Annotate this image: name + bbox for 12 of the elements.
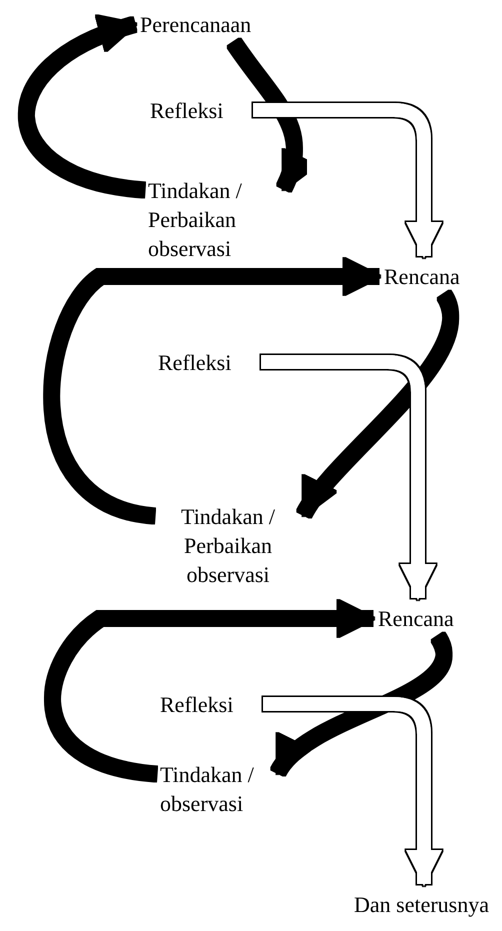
curved-arrow	[20, 18, 145, 197]
stage-label: Tindakan / Perbaikan observasi	[158, 502, 298, 589]
stage-label: Tindakan / Perbaikan observasi	[148, 176, 278, 263]
stage-label: Dan seterusnya	[354, 890, 494, 919]
stage-label: Rencana	[378, 604, 458, 633]
stage-label: Tindakan / observasi	[160, 760, 272, 818]
stage-label: Rencana	[384, 262, 464, 291]
curved-arrow	[228, 39, 314, 191]
stage-label: Perencanaan	[140, 10, 254, 39]
stage-label: Refleksi	[150, 96, 245, 125]
stage-label: Refleksi	[160, 690, 255, 719]
stage-label: Refleksi	[158, 348, 253, 377]
